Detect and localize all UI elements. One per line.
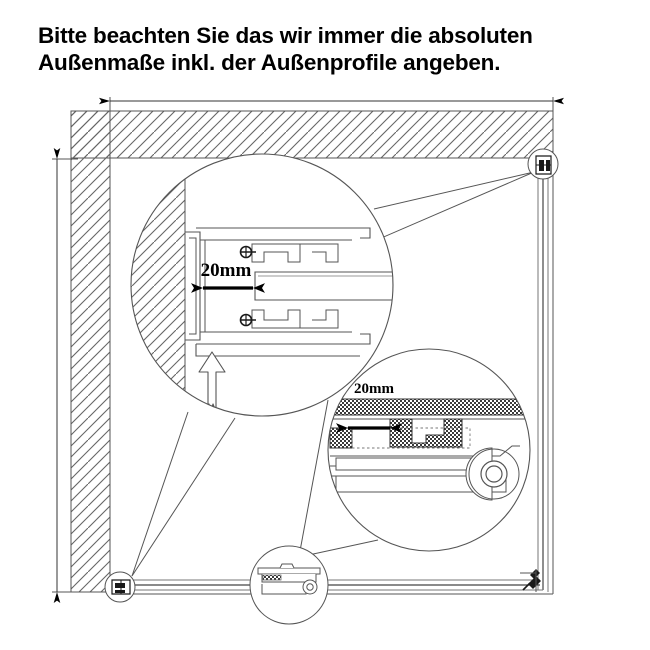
- track-rail-body: [330, 445, 520, 493]
- screw-channel-lower: [239, 309, 339, 329]
- roller-wheel: [465, 447, 520, 501]
- marker-bottom-center-roller: [249, 545, 329, 625]
- detail-wall-hatch: [131, 154, 186, 416]
- detail-profile-wall: 20mm: [130, 153, 394, 417]
- track-carrier-block: [389, 418, 463, 448]
- note-block: Bitte beachten Sie das wir immer die abs…: [38, 22, 638, 76]
- dimension-width: [99, 97, 564, 111]
- track-reference-outline: [351, 427, 471, 449]
- detail-top-label: 20mm: [201, 260, 252, 281]
- note-line-1: Bitte beachten Sie das wir immer die abs…: [38, 23, 533, 48]
- detail-circle-bottom-outline: [327, 348, 531, 552]
- detail-bottom-label: 20mm: [354, 381, 394, 397]
- detail-circle-top-outline: [130, 153, 394, 417]
- glass-pane-tongue: [254, 271, 393, 301]
- detail-roller-track: 20mm: [327, 348, 531, 552]
- marker-corner-bottom-left: [104, 571, 136, 603]
- profile-outer-shell: [196, 227, 371, 345]
- track-glass-band: [329, 398, 530, 420]
- screw-channel-upper: [239, 243, 339, 263]
- wall-structure: [70, 110, 554, 593]
- marker-corner-top-right: [527, 148, 559, 180]
- track-end-block: [329, 427, 353, 449]
- note-line-2: Außenmaße inkl. der Außenprofile angeben…: [38, 50, 501, 75]
